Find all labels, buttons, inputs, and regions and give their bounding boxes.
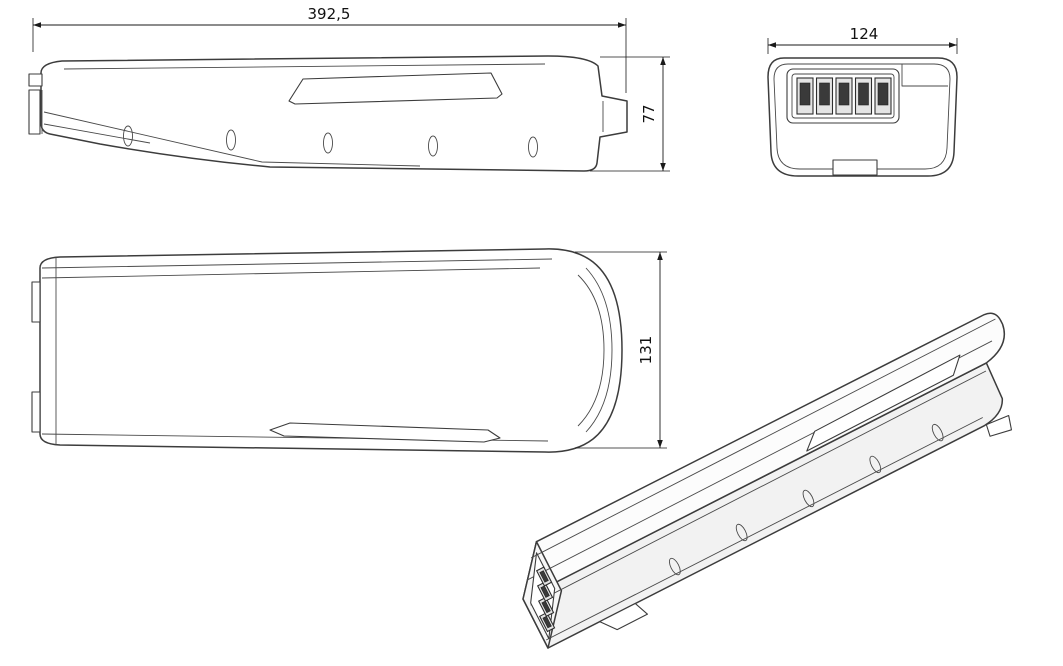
dimension-depth: 131 [575, 251, 667, 449]
front-view-inner-contour [773, 63, 951, 170]
end-cap-arc-inner [577, 274, 605, 427]
connector-pins [796, 77, 892, 115]
side-view [28, 55, 628, 172]
isometric-view [522, 312, 1013, 649]
connector-inner-frame [791, 73, 895, 119]
top-view-contour-2 [41, 267, 541, 279]
iso-side-contour-2 [545, 417, 983, 641]
connector-pin-slot [540, 585, 550, 598]
connector-pin-slot [819, 82, 830, 106]
vent-slot [869, 455, 882, 474]
left-mount-rail [28, 89, 41, 135]
connector-pin-slot [542, 615, 552, 629]
top-view [31, 248, 623, 453]
connector-pin-slot [838, 82, 850, 106]
bottom-mount-tab [832, 159, 878, 176]
vent-slot [735, 523, 748, 542]
side-view-outline [40, 55, 628, 172]
dimension-label-width: 124 [850, 25, 879, 43]
connector-pin-slot [799, 82, 811, 106]
iso-side-contour-1 [530, 370, 987, 606]
vent-slot [428, 135, 438, 157]
connector-pin-slot [541, 600, 551, 614]
vent-slot [931, 423, 944, 442]
dimension-width: 124 [767, 25, 958, 54]
top-view-contour-1 [41, 258, 553, 269]
side-view-lower-contour-1 [43, 111, 421, 167]
vent-slot [123, 125, 133, 147]
left-terminal-block [28, 73, 43, 87]
iso-handle-recess [806, 354, 961, 452]
side-view-top-contour [63, 63, 546, 70]
dimension-length: 392,5 [32, 5, 627, 93]
vent-slot [668, 557, 681, 576]
iso-connector [530, 552, 556, 640]
iso-top-face [522, 312, 1006, 600]
iso-mount-hook [599, 602, 649, 631]
handle-recess [288, 72, 503, 105]
dimension-height: 77 [590, 56, 670, 172]
front-view [767, 57, 958, 177]
left-rail-upper [31, 281, 41, 323]
top-view-outline [39, 248, 623, 453]
dimension-label-height: 77 [640, 104, 658, 123]
iso-end-latch [985, 414, 1013, 437]
connector-pin-slot [539, 570, 549, 583]
connector-pin-slot [858, 82, 869, 106]
vent-slot [226, 129, 236, 151]
vent-slot [323, 132, 333, 154]
handle-recess-top [269, 422, 501, 443]
end-cap-arc-outer [585, 267, 613, 433]
left-rail-lower [31, 391, 41, 433]
dimension-label-length: 392,5 [308, 5, 351, 23]
iso-top-contour-2 [531, 318, 996, 559]
dimension-label-depth: 131 [637, 336, 655, 365]
vent-slot [802, 489, 815, 508]
connector-pin-slot [877, 82, 889, 106]
vent-slot [528, 136, 538, 158]
front-view-step [901, 64, 948, 87]
